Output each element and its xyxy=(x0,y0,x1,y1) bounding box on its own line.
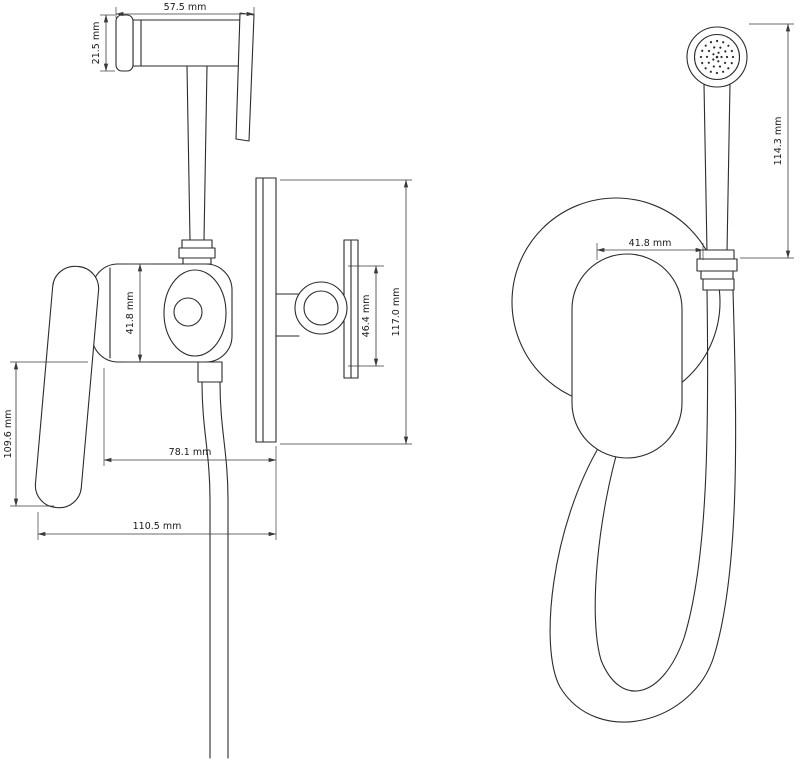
handshower-handle-front xyxy=(186,65,208,241)
dim-label-head-diameter: 21.5 mm xyxy=(91,22,102,65)
spray-holes-inner-ring xyxy=(711,51,723,63)
front-view: 57.5 mm 21.5 mm 41.8 mm 109.6 mm 78.1 mm xyxy=(3,2,412,759)
dim-label-body-depth: 78.1 mm xyxy=(169,447,212,458)
wall-outlet-elbow xyxy=(275,239,359,379)
dimension-lever-length: 109.6 mm xyxy=(3,361,88,507)
spray-hole-center xyxy=(715,55,719,59)
dim-label-outlet-height: 46.4 mm xyxy=(361,295,372,338)
dimension-handset-height: 114.3 mm xyxy=(740,23,794,259)
dim-label-head-width: 57.5 mm xyxy=(164,2,207,13)
dimension-outlet-height: 46.4 mm xyxy=(348,265,384,367)
spray-holes-outer-ring xyxy=(699,39,735,75)
dim-label-overall-depth: 110.5 mm xyxy=(133,521,182,532)
side-view: 41.8 mm 114.3 mm xyxy=(511,23,794,723)
dim-label-cartridge-height: 41.8 mm xyxy=(125,292,136,335)
hose-front xyxy=(197,361,229,759)
hose-connector-front xyxy=(178,239,216,265)
dimension-body-depth: 78.1 mm xyxy=(103,368,277,466)
hose-side xyxy=(549,289,737,723)
mixer-lever xyxy=(34,265,100,509)
handshower-side xyxy=(686,26,748,291)
spray-holes-middle-ring xyxy=(705,45,729,69)
dimension-plate-height: 117.0 mm xyxy=(280,179,412,445)
dimension-overall-depth: 110.5 mm xyxy=(37,466,277,540)
dim-label-handset-height: 114.3 mm xyxy=(773,117,784,166)
dimension-cartridge-height: 41.8 mm xyxy=(125,263,150,363)
mixer-body-front xyxy=(91,263,233,363)
wall-plate-front xyxy=(255,177,277,443)
hose-connector-side xyxy=(696,249,738,291)
handshower-head-front xyxy=(115,12,255,142)
outlet-nut xyxy=(294,281,348,335)
dim-label-side-body-width: 41.8 mm xyxy=(629,238,672,249)
dimension-side-body-width: 41.8 mm xyxy=(596,238,704,260)
dimension-head-diameter: 21.5 mm xyxy=(91,14,115,72)
mixer-body-side xyxy=(571,253,683,459)
dimension-head-width: 57.5 mm xyxy=(115,2,255,18)
dim-label-plate-height: 117.0 mm xyxy=(391,288,402,337)
dim-label-lever-length: 109.6 mm xyxy=(3,410,14,459)
handshower-handle-side xyxy=(703,83,731,253)
